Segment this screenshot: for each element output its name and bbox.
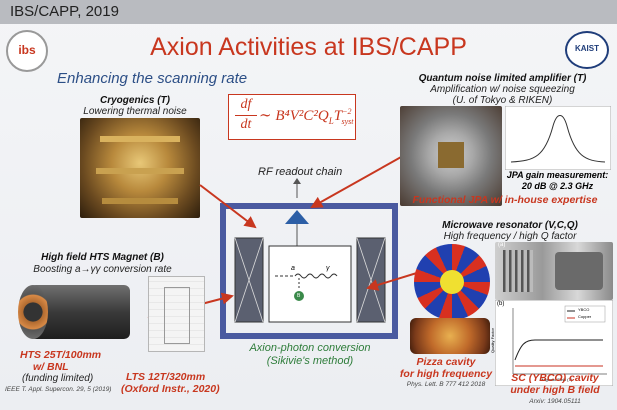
header-bar: IBS/CAPP, 2019: [0, 0, 617, 24]
pizza-cavity-field-map: [414, 244, 490, 320]
rf-readout-label: RF readout chain: [258, 166, 343, 178]
diagram-caption-2: (Sikivie's method): [266, 355, 354, 367]
pizza-label-2: for high frequency: [399, 368, 493, 380]
jpa-desc-2: (U. of Tokyo & RIKEN): [452, 95, 553, 106]
cryogenics-title: Cryogenics (T): [99, 95, 170, 106]
q-axis-label: Quality Factor: [489, 328, 495, 353]
formula-rhs: ∼ B⁴V²C²QLT−2syst: [259, 106, 353, 126]
diagram-caption-1: Axion-photon conversion: [249, 342, 371, 354]
hts-magnet-image: [12, 283, 137, 341]
lts-label-1: LTS 12T/320mm: [126, 371, 206, 383]
legend-ybco: YBCO: [578, 307, 590, 312]
header-text: IBS/CAPP, 2019: [10, 3, 119, 20]
sc-label-1: SC (YBCO) cavity: [511, 372, 599, 384]
pizza-photo: [410, 318, 490, 354]
scan-rate-formula: df dt ∼ B⁴V²C²QLT−2syst: [228, 94, 356, 140]
ibs-logo-text: ibs: [18, 43, 36, 57]
formula-main: ∼ B⁴V²C²Q: [259, 108, 329, 124]
cryogenics-desc: Lowering thermal noise: [83, 106, 187, 117]
hts-label-2: w/ BNL: [33, 361, 69, 373]
hts-label-1: HTS 25T/100mm: [20, 349, 102, 361]
sc-cavity-q-plot: [495, 300, 613, 386]
sc-citation: Arxiv: 1904.05111: [529, 398, 581, 405]
lts-magnet-drawing: [148, 276, 205, 352]
resonator-desc: High frequency / high Q factor: [443, 231, 577, 242]
diagram-a-symbol: a: [291, 265, 295, 272]
pizza-label-1: Pizza cavity: [416, 356, 476, 368]
magnet-title: High field HTS Magnet (B): [41, 252, 164, 263]
formula-t: T: [333, 108, 343, 124]
jpa-functional-label: Functional JPA w/ in-house expertise: [412, 194, 598, 206]
sc-label-2: under high B field: [510, 384, 600, 396]
field-axis-label: Magnetic Field (T): [540, 377, 573, 382]
jpa-gain-plot: [505, 106, 611, 170]
amplifier-icon: [285, 210, 309, 224]
resonator-title: Microwave resonator (V,C,Q): [442, 220, 578, 231]
formula-sup: −2: [342, 107, 352, 116]
slide-subtitle: Enhancing the scanning rate: [57, 70, 248, 87]
kaist-logo-text: KAIST: [575, 44, 599, 53]
panel-a-label: (a): [498, 242, 506, 248]
jpa-gain-label-1: JPA gain measurement:: [506, 170, 609, 180]
hts-label-3: (funding limited): [22, 373, 94, 384]
jpa-desc-1: Amplification w/ noise squeezing: [430, 84, 575, 95]
formula-sub-l: L: [328, 116, 334, 126]
lts-label-2: (Oxford Instr., 2020): [121, 383, 220, 395]
panel-b-label: (b): [497, 301, 505, 307]
jpa-photo: [400, 106, 502, 206]
formula-df: df: [240, 97, 252, 112]
kaist-logo: KAIST: [565, 31, 609, 69]
diagram-gamma-symbol: γ: [326, 265, 330, 272]
jpa-gain-label-2: 20 dB @ 2.3 GHz: [521, 181, 594, 191]
ibs-logo: ibs: [6, 30, 48, 72]
haloscope-diagram: [220, 178, 398, 339]
jpa-title: Quantum noise limited amplifier (T): [418, 73, 587, 84]
magnet-desc: Boosting a→γγ conversion rate: [33, 264, 172, 275]
cryogenics-photo: [80, 118, 200, 218]
formula-dt: dt: [240, 117, 252, 132]
formula-sub-syst: syst: [341, 117, 354, 126]
hts-citation: IEEE T. Appl. Supercon. 29, 5 (2019): [5, 386, 112, 393]
sc-cavity-photo: [495, 242, 613, 300]
pizza-citation: Phys. Lett. B 777 412 2018: [406, 381, 486, 388]
diagram-b-symbol: B: [297, 293, 301, 299]
slide-title: Axion Activities at IBS/CAPP: [150, 33, 467, 61]
legend-copper: Copper: [578, 314, 592, 319]
